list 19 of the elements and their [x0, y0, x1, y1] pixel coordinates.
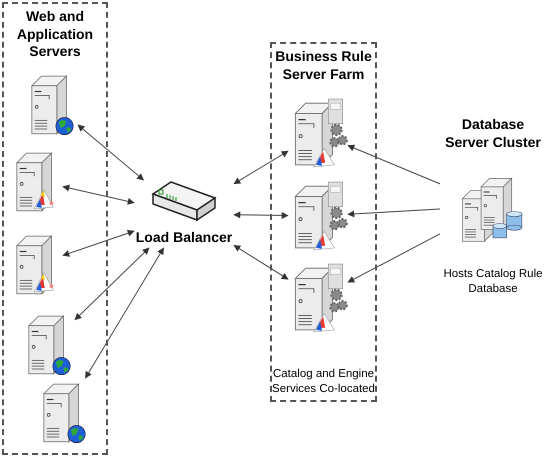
- arrow: [233, 150, 289, 184]
- arrow: [77, 124, 144, 180]
- arrow: [347, 144, 440, 184]
- arrow: [233, 244, 289, 280]
- arrow: [233, 211, 289, 219]
- arrow: [347, 208, 440, 218]
- node-label: Load Balancer: [136, 228, 232, 247]
- group-caption: Catalog and Engine Services Co-located: [272, 367, 375, 396]
- dashed-group-box: [2, 2, 108, 455]
- arrow: [347, 233, 440, 283]
- group-title: Business Rule Server Farm: [274, 48, 373, 83]
- arrow: [62, 230, 135, 257]
- arrow: [84, 247, 164, 379]
- node-caption: Hosts Catalog Rule Database: [442, 267, 544, 296]
- arrow: [62, 184, 135, 205]
- arrow: [74, 248, 150, 320]
- dashed-group-box: [270, 42, 377, 402]
- group-title: Web and Application Servers: [16, 8, 94, 60]
- node-title: Database Server Cluster: [444, 116, 542, 151]
